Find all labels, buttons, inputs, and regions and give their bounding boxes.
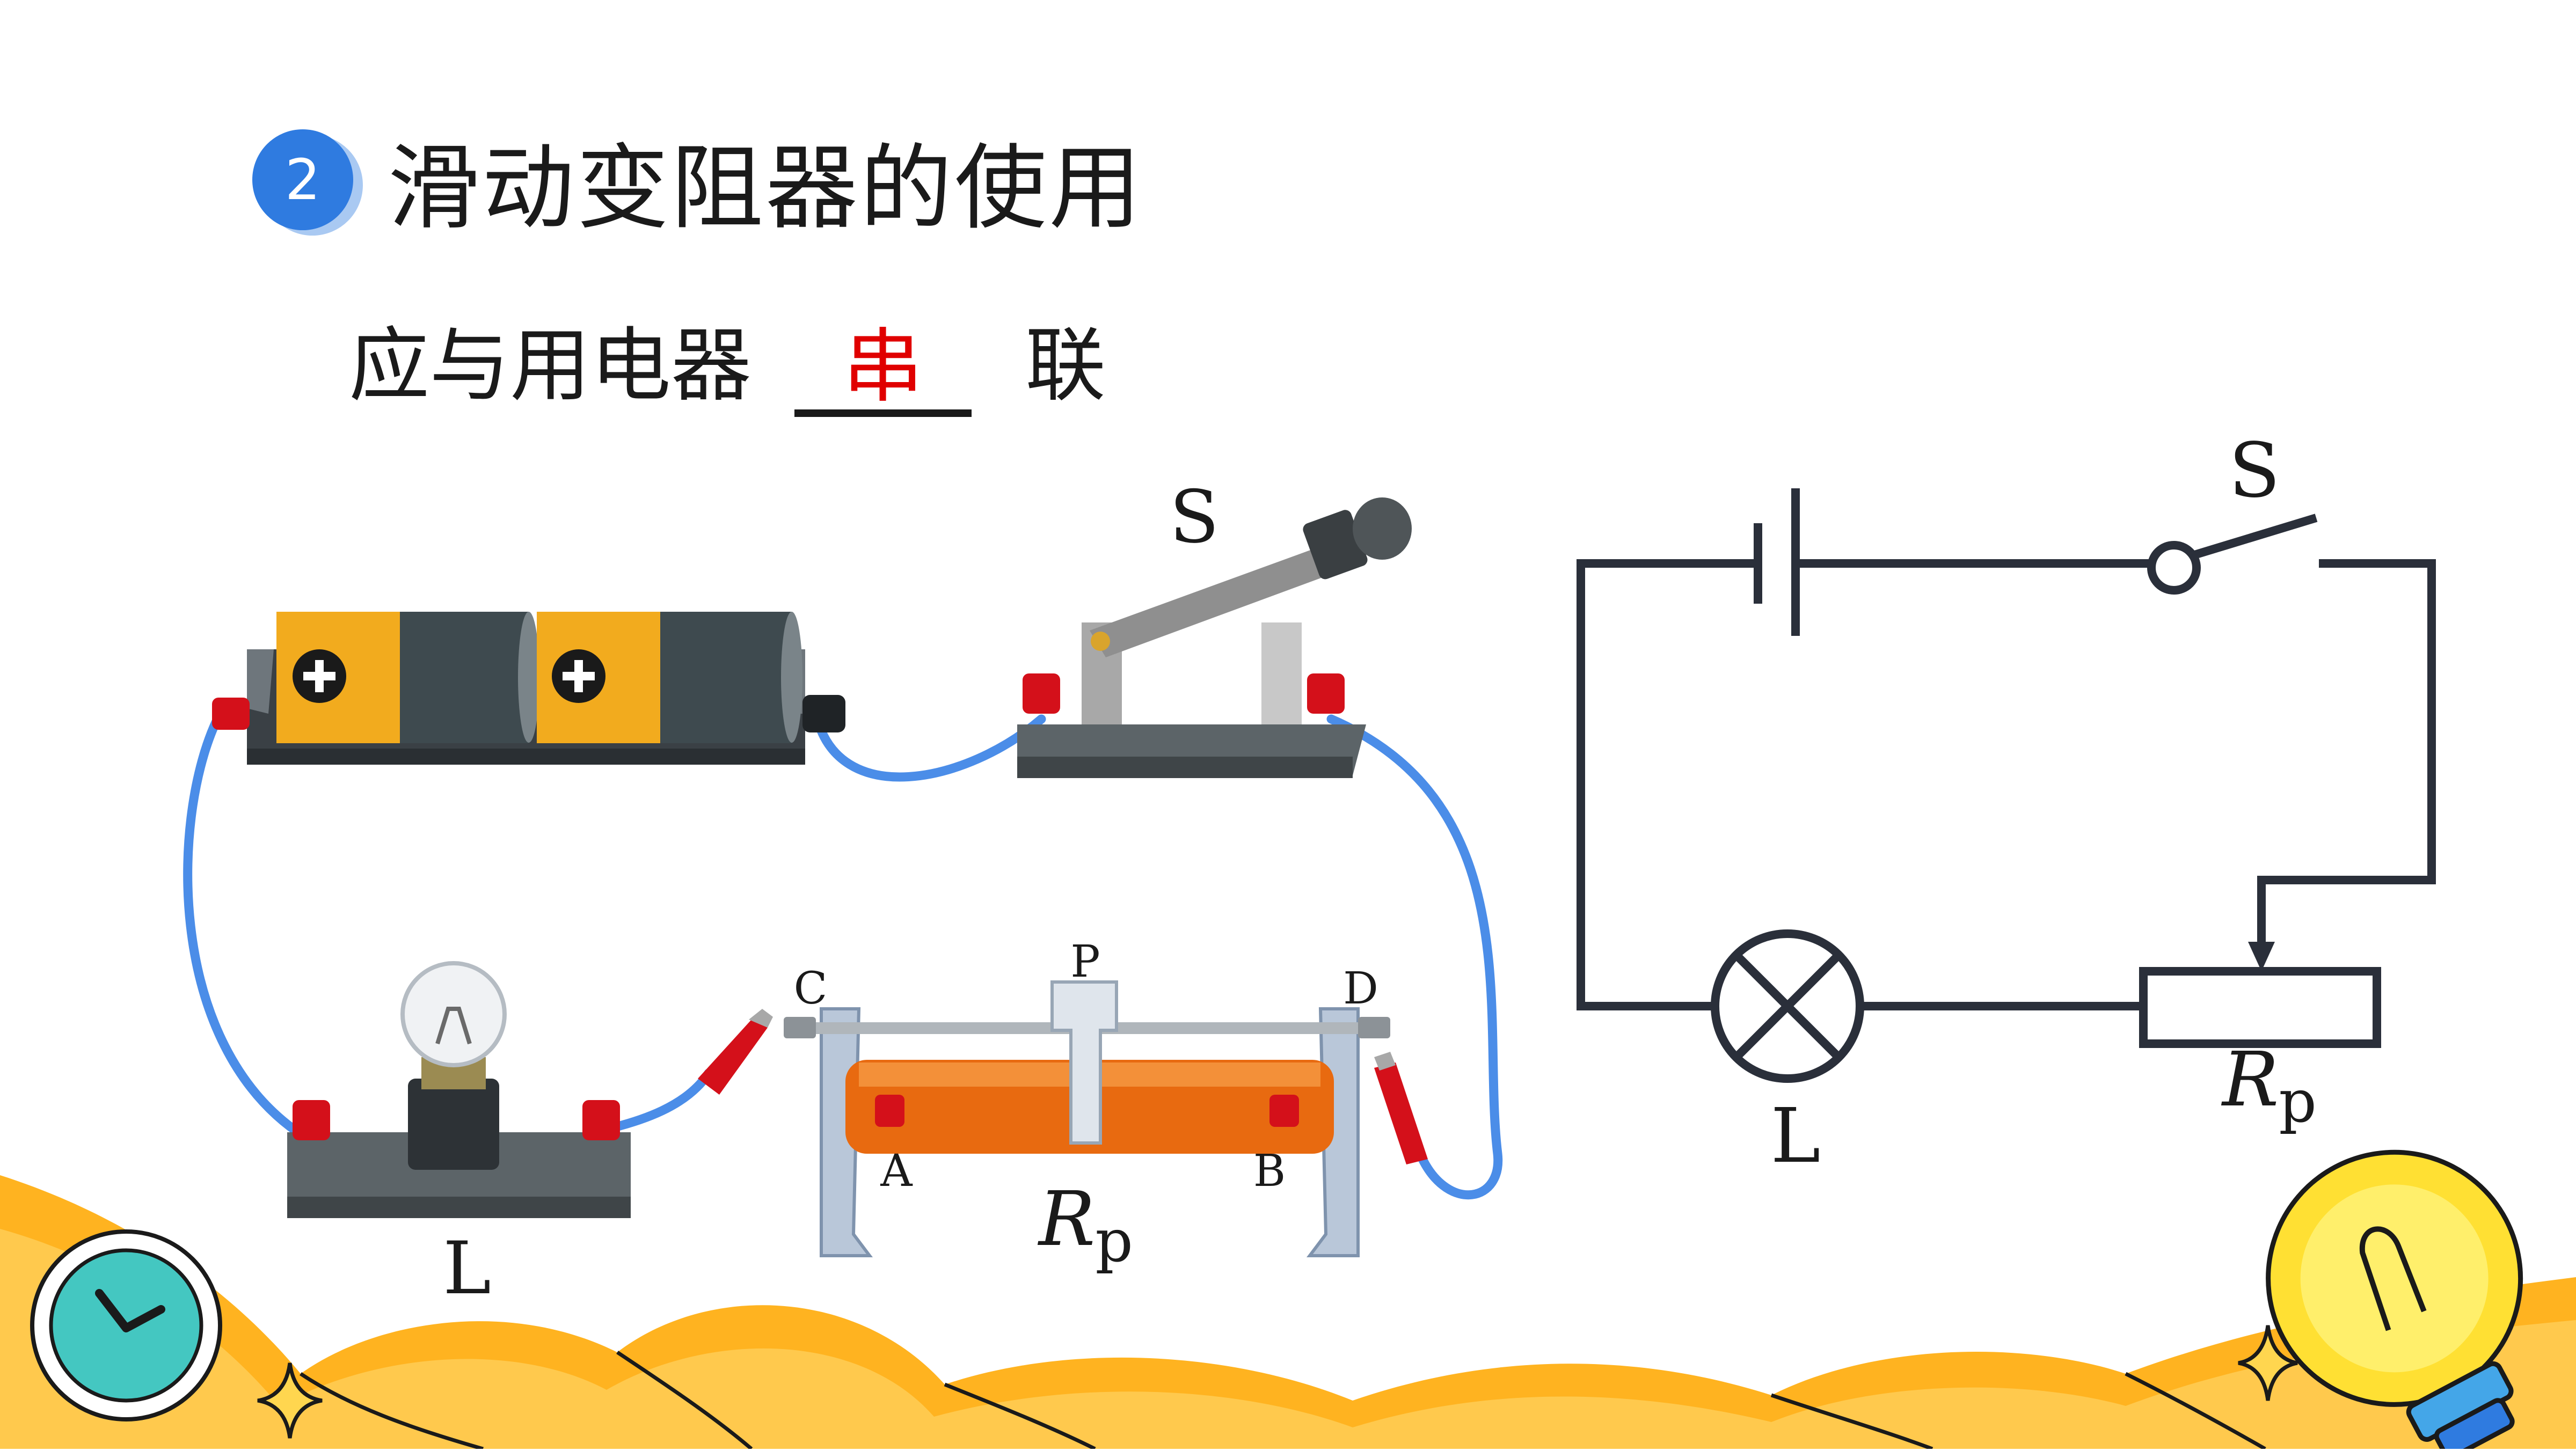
schematic-rheostat-label: Rp [2221, 1036, 2317, 1135]
schematic-switch-pivot [2147, 541, 2201, 595]
section-title: 滑动变阻器的使用 [388, 134, 1143, 242]
schematic-wire-left [1577, 559, 1758, 1010]
battery-cell-2 [537, 612, 802, 743]
alligator-clip-right [1374, 1052, 1428, 1164]
fill-in-statement: 应与用电器 串 联 [349, 301, 1106, 417]
clock-icon [30, 1229, 222, 1421]
lightbulb-icon [2266, 1149, 2523, 1451]
wire-switch-to-rheostat [1326, 714, 1503, 1200]
alligator-clip-left [698, 1009, 773, 1095]
section-number-badge: 2 [252, 129, 353, 230]
rheostat-apparatus [784, 980, 1390, 1257]
battery-cell-1 [276, 612, 539, 743]
statement-suffix: 联 [1025, 319, 1106, 413]
schematic-switch-label: S [2229, 427, 2280, 515]
terminal-p-label: P [1070, 936, 1100, 987]
terminal-b-label: B [1253, 1146, 1286, 1197]
circuit-schematic [1577, 488, 2436, 1083]
schematic-slider-arrow [2248, 942, 2275, 971]
statement-prefix: 应与用电器 [349, 319, 752, 413]
bottom-decoration [0, 1175, 2576, 1451]
section-heading: 2 滑动变阻器的使用 [252, 126, 1143, 242]
switch-label: S [1170, 475, 1219, 559]
schematic-switch-blade [2191, 514, 2318, 560]
sparkle-icon [257, 1362, 323, 1439]
terminal-a-label: A [880, 1146, 913, 1197]
answer-blank: 串 [794, 325, 972, 417]
sparkle-icon [2238, 1325, 2298, 1401]
wire-battery-to-switch [811, 709, 1046, 782]
knife-switch [1017, 497, 1412, 778]
terminal-c-label: C [794, 963, 828, 1014]
lamp-holder [287, 961, 631, 1218]
wire-battery-to-lamp [183, 709, 311, 1142]
lamp-label: L [443, 1226, 491, 1310]
schematic-rheostat [2139, 967, 2381, 1048]
schematic-lamp-cross-2 [1733, 952, 1842, 1060]
schematic-wire-right [2257, 559, 2436, 947]
battery-holder [212, 612, 845, 765]
schematic-lamp-label: L [1771, 1093, 1821, 1180]
terminal-d-label: D [1343, 963, 1378, 1014]
rheostat-label: Rp [1037, 1176, 1133, 1275]
